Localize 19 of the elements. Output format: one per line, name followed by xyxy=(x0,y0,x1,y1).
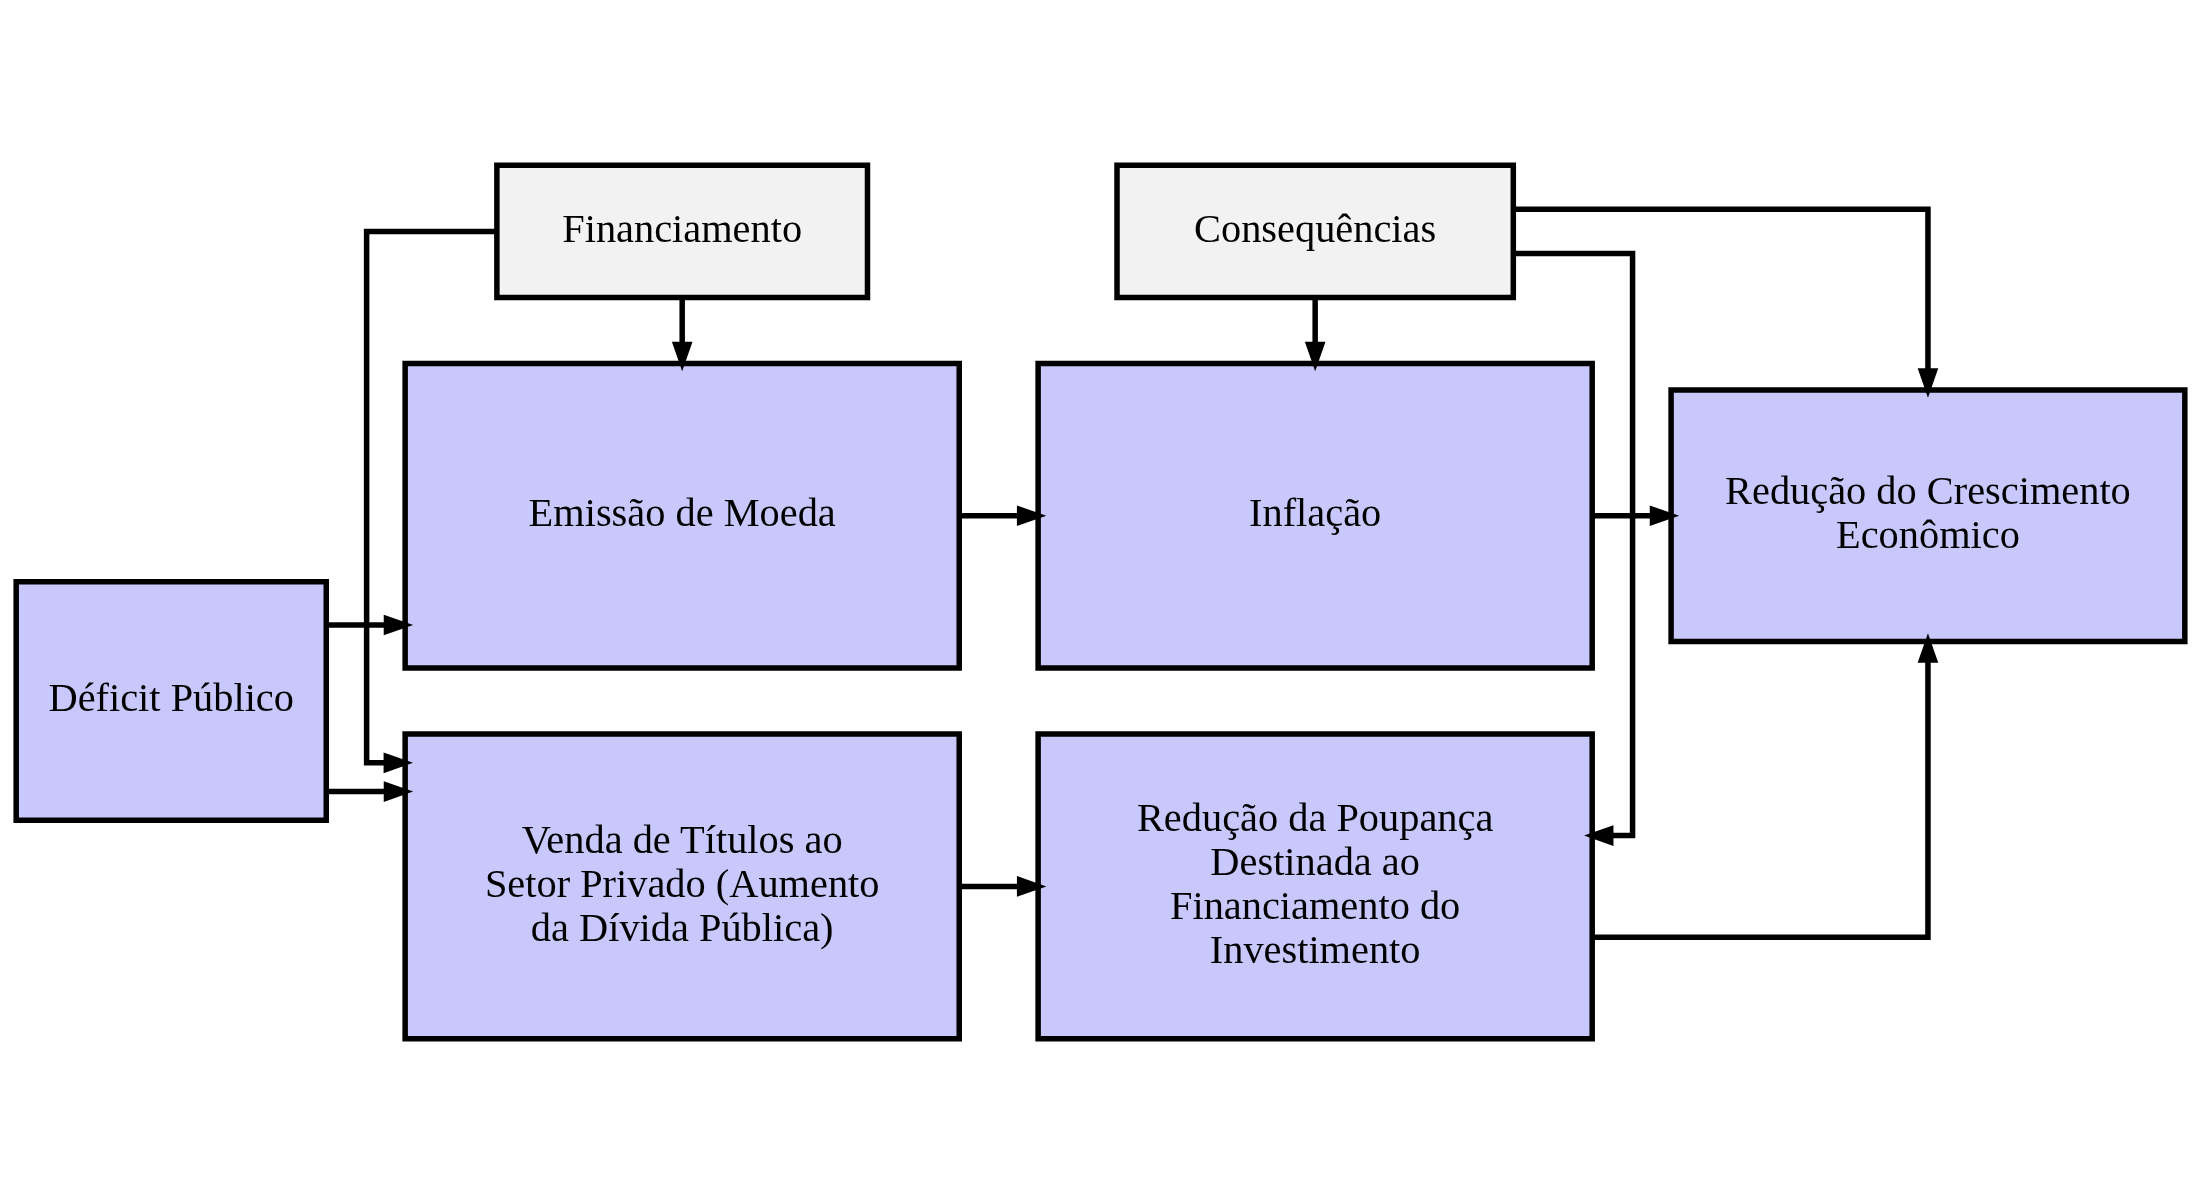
arrow xyxy=(1592,505,1680,527)
arrow xyxy=(326,781,414,802)
node-box: Redução do Crescimento Econômico xyxy=(1668,387,2188,645)
arrow xyxy=(1514,206,1939,398)
arrow xyxy=(1304,298,1326,372)
arrow xyxy=(1513,250,1636,846)
node-box: Emissão de Moeda xyxy=(402,360,962,671)
arrow xyxy=(959,876,1047,897)
node-box: Inflação xyxy=(1035,360,1595,671)
node-box: Redução da Poupança Destinada ao Financiamento do Investimento xyxy=(1035,731,1595,1042)
arrow xyxy=(326,614,414,636)
node-box: Venda de Títulos ao Setor Privado (Aumento da Dívida Pública) xyxy=(402,731,962,1042)
node-box: Déficit Público xyxy=(13,579,329,824)
node-box: Financiamento xyxy=(494,162,871,301)
arrow xyxy=(1592,633,1939,940)
arrow xyxy=(671,298,693,372)
arrow xyxy=(363,228,497,774)
node-box: Consequências xyxy=(1114,162,1517,301)
arrow xyxy=(959,505,1047,527)
